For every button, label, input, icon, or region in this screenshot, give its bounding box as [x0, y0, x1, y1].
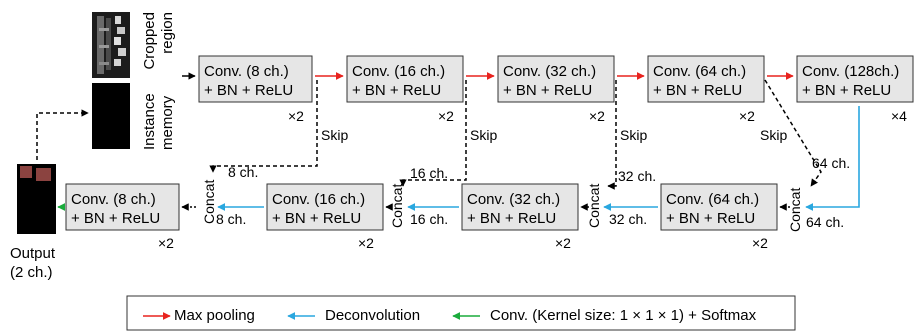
encoder-block-4: Conv. (64 ch.) + BN + ReLU [647, 55, 765, 103]
encoder-repeat: ×2 [288, 108, 304, 124]
upsample-channel-label: 8 ch. [216, 211, 246, 227]
encoder-repeat: ×2 [438, 108, 454, 124]
decoder-repeat: ×2 [752, 235, 768, 251]
upsample-channel-label: 16 ch. [410, 211, 448, 227]
encoder-block-line2: + BN + ReLU [802, 82, 891, 99]
legend: Max pooling Deconvolution Conv. (Kernel … [126, 295, 796, 331]
concat-label: Concat [787, 188, 803, 232]
concat-label: Concat [389, 184, 405, 228]
encoder-block-line2: + BN + ReLU [352, 82, 441, 99]
memory-label-line1: Instance [141, 93, 158, 150]
output-image [17, 164, 56, 234]
skip-channel-label: 8 ch. [228, 164, 258, 180]
concat-label: Concat [201, 180, 217, 224]
decoder-block-line2: + BN + ReLU [467, 210, 556, 227]
skip-channel-label: 16 ch. [410, 165, 448, 181]
encoder-block-line2: + BN + ReLU [653, 82, 742, 99]
memory-label-line2: memory [159, 95, 176, 150]
encoder-block-5: Conv. (128ch.) + BN + ReLU [796, 55, 914, 103]
skip-channel-label: 64 ch. [812, 155, 850, 171]
legend-max-pool-label: Max pooling [174, 307, 255, 324]
skip-connection-4 [764, 79, 822, 187]
decoder-block-1: Conv. (8 ch.) + BN + ReLU [65, 183, 180, 231]
encoder-block-3: Conv. (32 ch.) + BN + ReLU [497, 55, 615, 103]
decoder-repeat: ×2 [358, 235, 374, 251]
skip-label: Skip [760, 127, 787, 143]
cropped-region-image [92, 12, 130, 78]
deconv-arrow [805, 106, 860, 211]
skip-connection-2 [399, 80, 467, 187]
output-feedback-arrow [36, 109, 89, 160]
output-label-line2: (2 ch.) [10, 264, 53, 281]
decoder-block-line1: Conv. (16 ch.) [272, 191, 365, 208]
decoder-block-4: Conv. (64 ch.) + BN + ReLU [660, 183, 778, 231]
skip-label: Skip [470, 127, 497, 143]
decoder-repeat: ×2 [158, 235, 174, 251]
decoder-block-3: Conv. (32 ch.) + BN + ReLU [461, 183, 579, 231]
skip-label: Skip [620, 127, 647, 143]
encoder-block-line1: Conv. (128ch.) [802, 63, 899, 80]
decoder-block-line1: Conv. (64 ch.) [666, 191, 759, 208]
skip-connection-3 [607, 80, 617, 190]
decoder-block-line1: Conv. (8 ch.) [71, 191, 156, 208]
skip-channel-label: 32 ch. [618, 168, 656, 184]
upsample-channel-label: 32 ch. [609, 211, 647, 227]
encoder-block-line1: Conv. (8 ch.) [204, 63, 289, 80]
encoder-block-line1: Conv. (64 ch.) [653, 63, 746, 80]
upsample-channel-label: 64 ch. [806, 214, 844, 230]
concat-label: Concat [586, 184, 602, 228]
decoder-repeat: ×2 [555, 235, 571, 251]
decoder-block-2: Conv. (16 ch.) + BN + ReLU [266, 183, 384, 231]
decoder-block-line2: + BN + ReLU [71, 210, 160, 227]
decoder-block-line2: + BN + ReLU [666, 210, 755, 227]
instance-memory-image [92, 83, 130, 149]
cropped-label-line1: Cropped [141, 12, 158, 70]
encoder-block-line1: Conv. (16 ch.) [352, 63, 445, 80]
encoder-block-line2: + BN + ReLU [204, 82, 293, 99]
encoder-block-1: Conv. (8 ch.) + BN + ReLU [198, 55, 313, 103]
encoder-block-2: Conv. (16 ch.) + BN + ReLU [346, 55, 464, 103]
encoder-block-line1: Conv. (32 ch.) [503, 63, 596, 80]
decoder-block-line1: Conv. (32 ch.) [467, 191, 560, 208]
legend-softmax-label: Conv. (Kernel size: 1 × 1 × 1) + Softmax [490, 307, 757, 324]
output-label-line1: Output [10, 245, 56, 262]
legend-deconv-label: Deconvolution [325, 307, 420, 324]
skip-label: Skip [321, 127, 348, 143]
cropped-label-line2: region [159, 12, 176, 54]
encoder-repeat: ×2 [589, 108, 605, 124]
encoder-block-line2: + BN + ReLU [503, 82, 592, 99]
encoder-repeat: ×4 [891, 108, 907, 124]
skip-connection-1 [209, 80, 318, 173]
encoder-repeat: ×2 [739, 108, 755, 124]
decoder-block-line2: + BN + ReLU [272, 210, 361, 227]
